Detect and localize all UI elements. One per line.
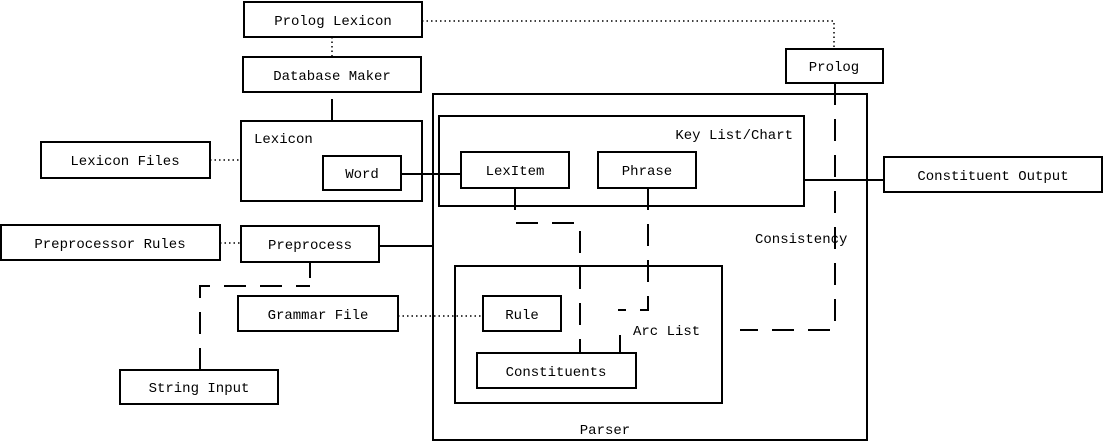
prolog-lexicon-box	[243, 1, 423, 38]
grammar-file-label: Grammar File	[268, 308, 369, 324]
database-maker-label: Database Maker	[273, 69, 391, 85]
consistency-label: Consistency	[755, 232, 847, 248]
constituents-box	[476, 352, 637, 389]
prolog-box	[785, 48, 884, 84]
word-box	[322, 155, 402, 191]
string-input-label: String Input	[149, 381, 250, 397]
prolog-lexicon-label: Prolog Lexicon	[274, 14, 392, 30]
preprocessor-rules-box	[0, 224, 221, 261]
lexicon-label: Lexicon	[254, 132, 313, 148]
phrase-label: Phrase	[622, 164, 672, 180]
rule-label: Rule	[505, 308, 539, 324]
preprocess-box	[240, 225, 380, 263]
parser-label: Parser	[580, 423, 630, 439]
string-input-box	[119, 369, 279, 405]
phrase-box	[597, 151, 697, 189]
lexicon-files-box	[40, 141, 211, 179]
connector-prolog-arc-list	[740, 83, 836, 331]
rule-box	[482, 295, 562, 332]
database-maker-box	[242, 56, 422, 93]
connector-lexitem-arc	[514, 188, 581, 370]
lexitem-box	[460, 151, 570, 189]
connector-prolog-lexicon-prolog	[422, 20, 835, 49]
connector-phrase-arc	[618, 188, 649, 311]
lexicon-files-label: Lexicon Files	[70, 154, 179, 170]
lexitem-label: LexItem	[486, 164, 545, 180]
preprocessor-rules-label: Preprocessor Rules	[34, 237, 185, 253]
word-label: Word	[345, 167, 379, 183]
constituent-output-box	[883, 156, 1103, 193]
connector-string-input-preprocess	[199, 285, 310, 370]
arc-list-label: Arc List	[633, 324, 700, 340]
constituents-label: Constituents	[506, 365, 607, 381]
grammar-file-box	[237, 295, 399, 332]
key-list-chart-label: Key List/Chart	[675, 128, 793, 144]
constituent-output-label: Constituent Output	[917, 169, 1068, 185]
prolog-label: Prolog	[809, 60, 859, 76]
preprocess-label: Preprocess	[268, 238, 352, 254]
